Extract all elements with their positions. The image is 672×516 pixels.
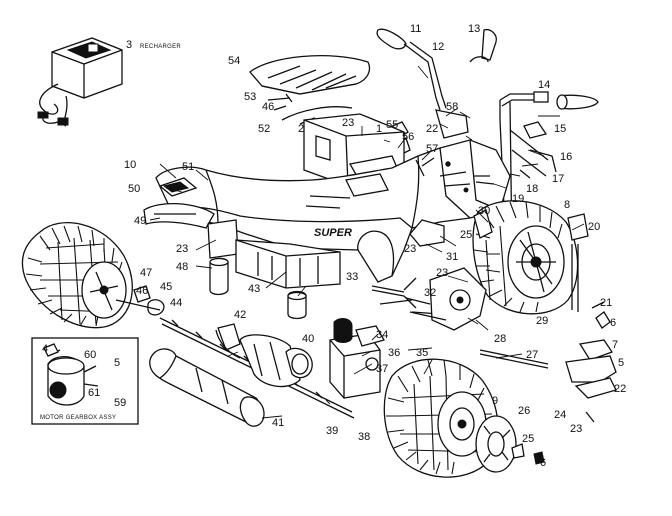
callout-23d: 23 xyxy=(570,423,582,435)
callout-25b: 25 xyxy=(522,433,534,445)
tie-rod-parts xyxy=(409,311,549,369)
callout-23b: 23 xyxy=(436,267,448,279)
callout-20: 20 xyxy=(588,221,600,233)
callout-17: 17 xyxy=(552,173,564,185)
callout-22b: 22 xyxy=(614,383,626,395)
callout-23e: 23 xyxy=(404,243,416,255)
callout-46a: 46 xyxy=(262,101,274,113)
hubcap-part xyxy=(475,415,545,473)
callout-49: 49 xyxy=(134,215,146,227)
inset-title: MOTOR GEARBOX ASSY xyxy=(40,415,116,421)
callout-40: 40 xyxy=(302,333,314,345)
callout-58: 58 xyxy=(446,101,458,113)
callout-25a: 25 xyxy=(460,229,472,241)
callout-60: 60 xyxy=(84,349,96,361)
callout-2: 2 xyxy=(298,123,304,135)
callout-56: 56 xyxy=(402,131,414,143)
callout-59: 59 xyxy=(114,397,126,409)
motor-gearbox-inset: MOTOR GEARBOX ASSY xyxy=(31,337,139,425)
callout-6a: 6 xyxy=(610,317,616,329)
callout-1: 1 xyxy=(376,123,382,135)
shaft-parts xyxy=(371,277,441,315)
battery-part xyxy=(207,219,341,320)
callout-34: 34 xyxy=(376,329,388,341)
callout-42: 42 xyxy=(234,309,246,321)
callout-52: 52 xyxy=(258,123,270,135)
callout-41: 41 xyxy=(272,417,284,429)
callout-8: 8 xyxy=(564,199,570,211)
recharger-label: RECHARGER xyxy=(140,44,181,50)
callout-43: 43 xyxy=(248,283,260,295)
callout-7: 7 xyxy=(612,339,618,351)
callout-36: 36 xyxy=(388,347,400,359)
callout-4: 4 xyxy=(42,343,48,355)
motor-gearbox-part xyxy=(215,318,385,399)
callout-14: 14 xyxy=(538,79,550,91)
callout-37: 37 xyxy=(376,363,388,375)
callout-27: 27 xyxy=(526,349,538,361)
callout-6b: 6 xyxy=(540,457,546,469)
callout-53: 53 xyxy=(244,91,256,103)
callout-23a: 23 xyxy=(342,117,354,129)
callout-5-inset: 5 xyxy=(114,357,120,369)
fender-decal: SUPER xyxy=(314,227,352,239)
callout-35: 35 xyxy=(416,347,428,359)
callout-19: 19 xyxy=(512,193,524,205)
callout-31: 31 xyxy=(446,251,458,263)
front-left-wheel xyxy=(383,358,499,478)
callout-15: 15 xyxy=(554,123,566,135)
callout-39: 39 xyxy=(326,425,338,437)
axle-tube-part xyxy=(149,348,265,427)
callout-5: 5 xyxy=(618,357,624,369)
callout-18: 18 xyxy=(526,183,538,195)
callout-33: 33 xyxy=(346,271,358,283)
callout-labels: 3 RECHARGER 54 53 46 52 2 23 1 55 56 57 … xyxy=(42,23,626,469)
front-right-wheel xyxy=(409,200,589,331)
callout-45: 45 xyxy=(160,281,172,293)
callout-50: 50 xyxy=(128,183,140,195)
callout-23c: 23 xyxy=(176,243,188,255)
recharger-part xyxy=(37,37,123,127)
callout-57: 57 xyxy=(426,143,438,155)
side-parts xyxy=(565,301,617,423)
callout-38: 38 xyxy=(358,431,370,443)
callout-13: 13 xyxy=(468,23,480,35)
callout-16: 16 xyxy=(560,151,572,163)
callout-29: 29 xyxy=(536,315,548,327)
callout-12: 12 xyxy=(432,41,444,53)
callout-47: 47 xyxy=(140,267,152,279)
callout-3: 3 xyxy=(126,39,132,51)
callout-21: 21 xyxy=(600,297,612,309)
callout-24: 24 xyxy=(554,409,566,421)
callout-61: 61 xyxy=(88,387,100,399)
callout-48: 48 xyxy=(176,261,188,273)
axle-hardware xyxy=(115,285,165,316)
seat-part xyxy=(249,55,371,95)
callout-46b: 46 xyxy=(136,285,148,297)
front-bracket-part xyxy=(415,157,495,185)
leader-lines xyxy=(149,65,585,419)
callout-44: 44 xyxy=(170,297,182,309)
rear-fender-part xyxy=(143,202,215,229)
callout-11: 11 xyxy=(410,23,421,35)
callout-51: 51 xyxy=(182,161,194,173)
callout-22a: 22 xyxy=(426,123,438,135)
rear-left-wheel xyxy=(21,222,133,329)
callout-55: 55 xyxy=(386,119,398,131)
callout-30: 30 xyxy=(478,205,490,217)
callout-32: 32 xyxy=(424,287,436,299)
callout-28: 28 xyxy=(494,333,506,345)
callout-26: 26 xyxy=(518,405,530,417)
callout-10: 10 xyxy=(124,159,136,171)
callout-9: 9 xyxy=(492,395,498,407)
callout-54: 54 xyxy=(228,55,240,67)
